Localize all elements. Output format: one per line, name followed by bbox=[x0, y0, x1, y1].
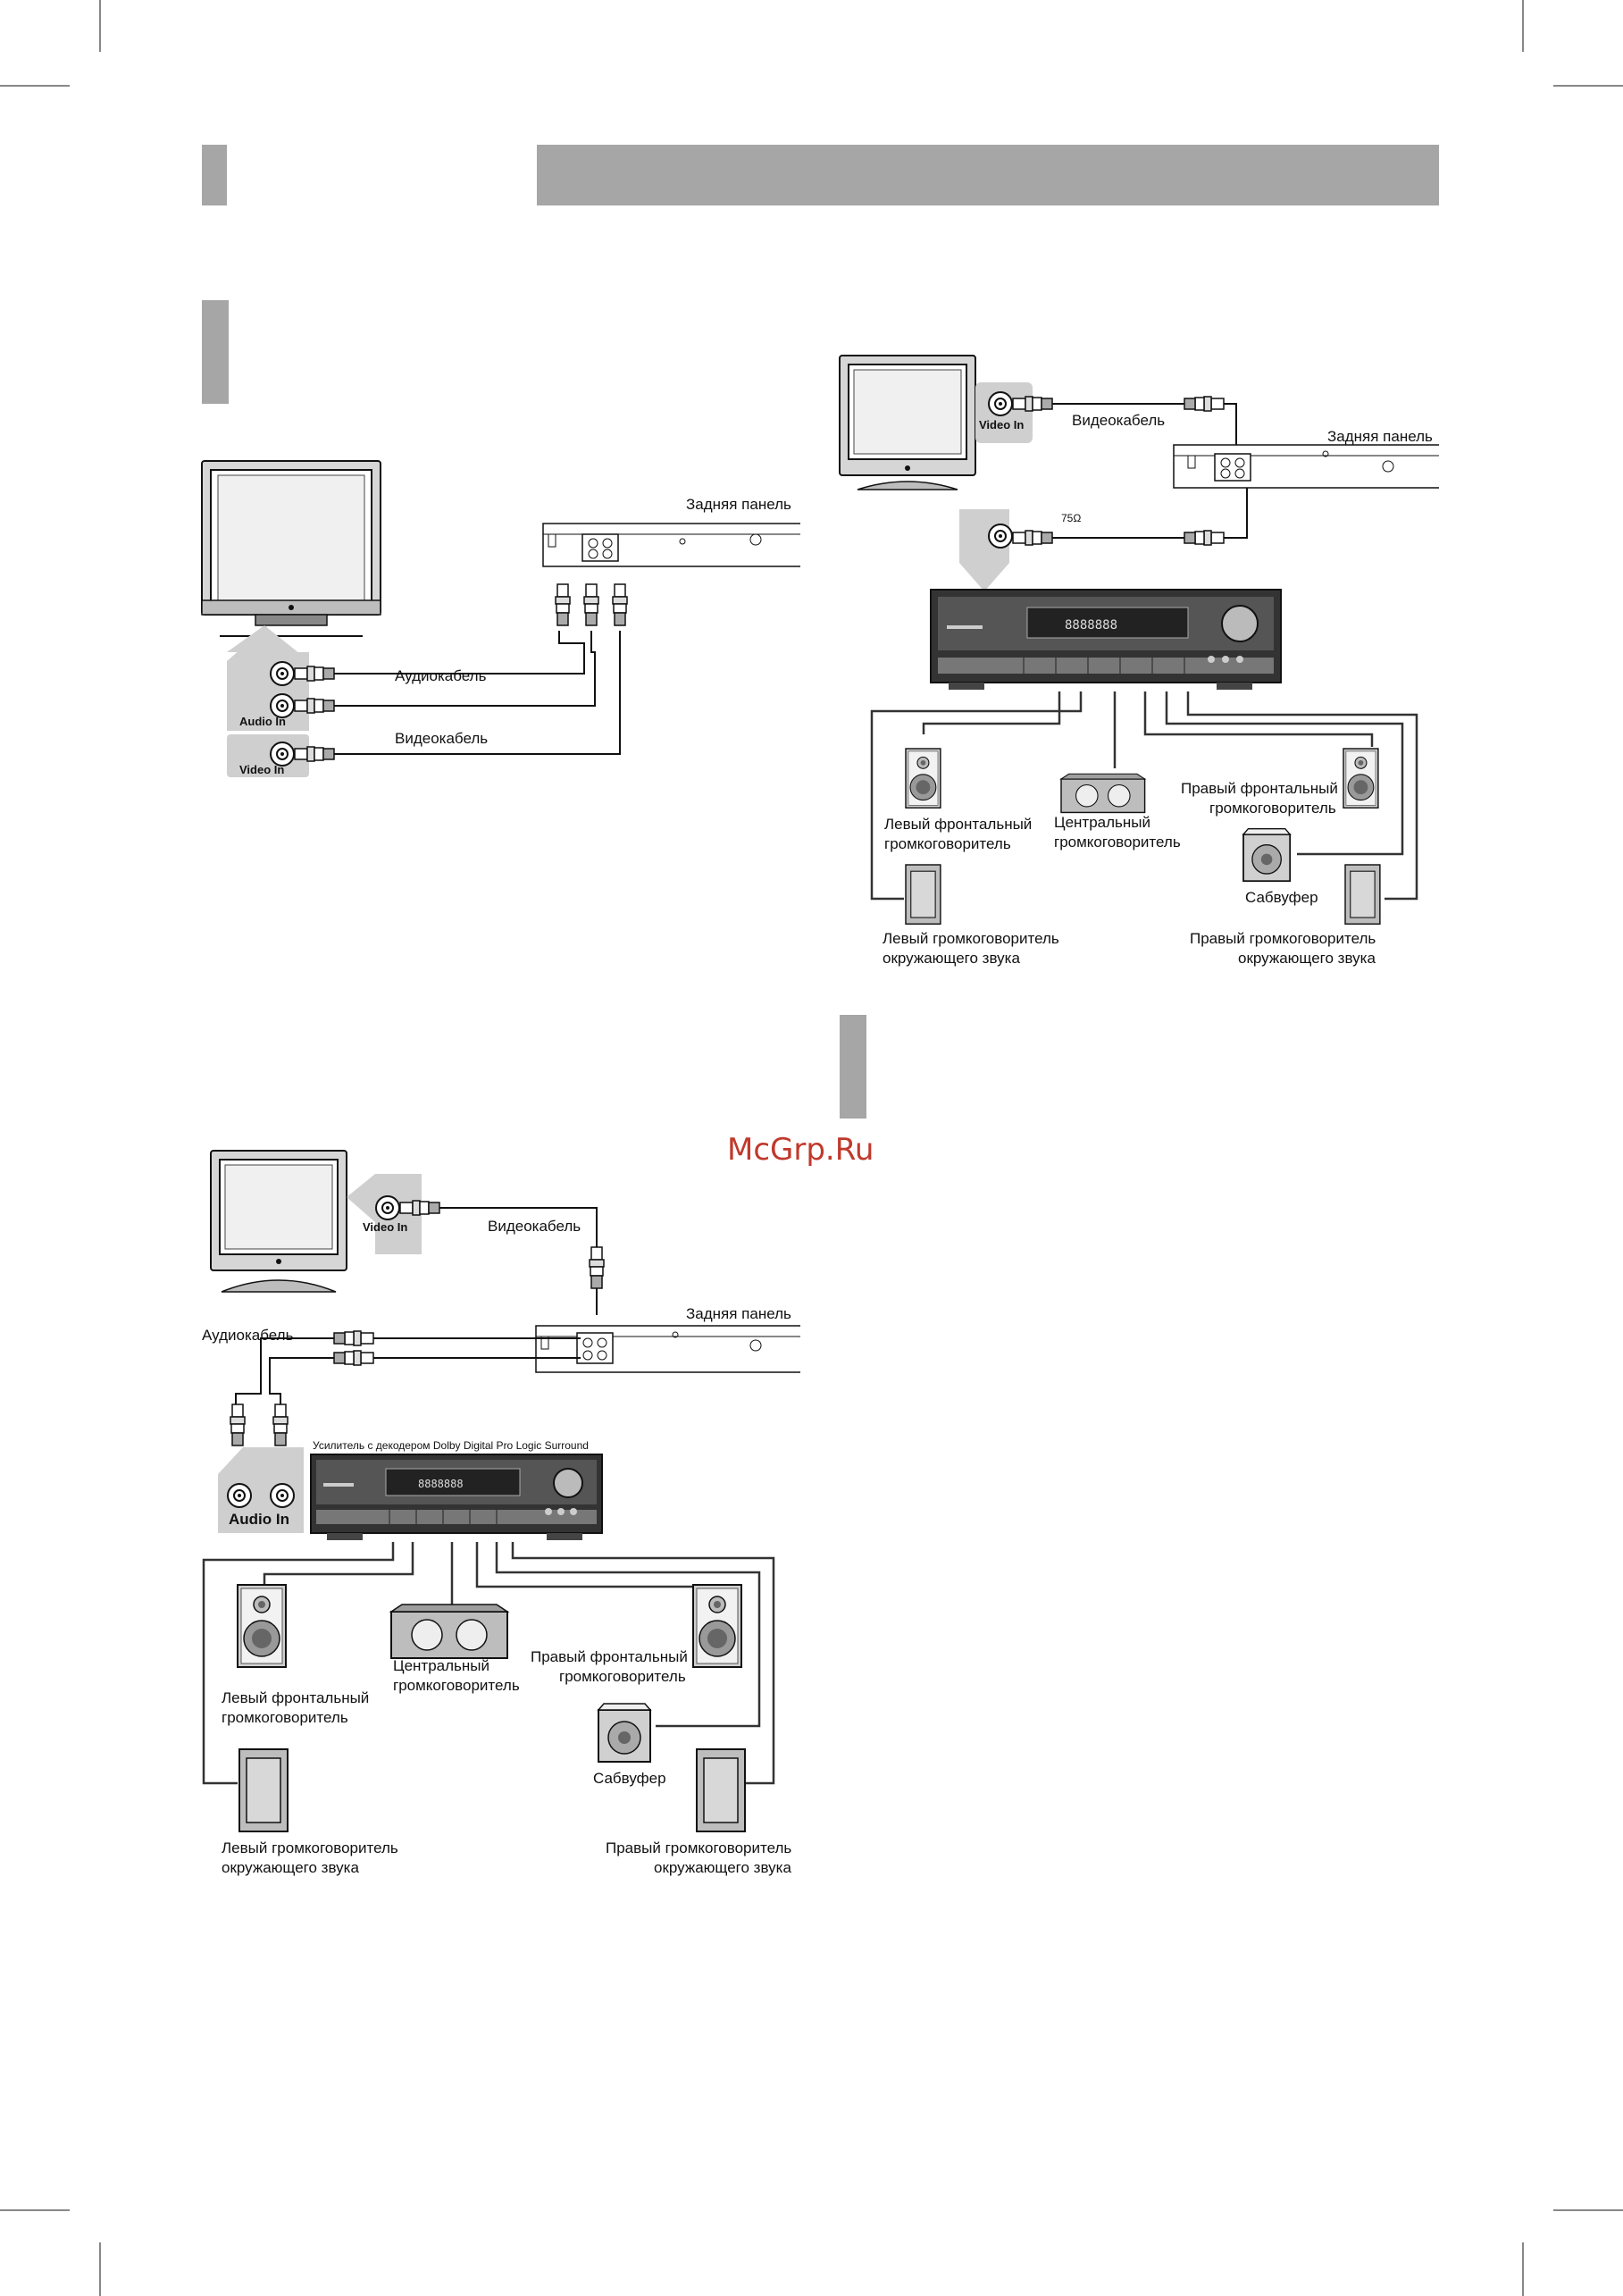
rca-plug-icon bbox=[1184, 530, 1225, 546]
center-speaker-icon bbox=[1060, 773, 1146, 814]
rear-panel-icon bbox=[542, 523, 800, 567]
video-cable-label: Видеокабель bbox=[395, 730, 488, 747]
surround-right-speaker-icon bbox=[1344, 864, 1381, 925]
front-left-speaker-icon bbox=[905, 748, 941, 809]
video-jack-icon bbox=[375, 1195, 400, 1220]
rca-plug-icon bbox=[230, 1404, 246, 1446]
coaxial-jack-icon bbox=[988, 524, 1013, 549]
section-tab-1 bbox=[202, 300, 229, 404]
audio-jack-icon bbox=[270, 661, 295, 686]
rca-plug-icon bbox=[294, 746, 335, 762]
front-right-speaker-icon bbox=[692, 1584, 742, 1668]
svg-text:8888888: 8888888 bbox=[418, 1478, 464, 1490]
video-in-label: Video In bbox=[979, 418, 1024, 432]
diagram-tv-audio-video: Audio In Video In Аудиокабель Видеокабел… bbox=[201, 460, 800, 777]
rear-panel-label: Задняя панель bbox=[686, 1305, 791, 1322]
video-cable-label: Видеокабель bbox=[1072, 412, 1165, 429]
rca-plug-icon bbox=[272, 1404, 289, 1446]
surround-left-speaker-icon bbox=[905, 864, 941, 925]
header-tab-left bbox=[202, 145, 227, 205]
tv-icon bbox=[201, 460, 381, 637]
cables bbox=[334, 631, 621, 755]
audio-in-label: Audio In bbox=[239, 715, 286, 728]
video-in-label: Video In bbox=[363, 1220, 407, 1234]
tv-icon bbox=[839, 355, 976, 490]
audio-cable-label: Аудиокабель bbox=[202, 1327, 294, 1344]
rear-panel-label: Задняя панель bbox=[1327, 428, 1433, 445]
rca-plug-icon bbox=[1184, 396, 1225, 412]
rca-plug-icon bbox=[294, 698, 335, 714]
rca-plug-icon bbox=[294, 666, 335, 682]
amplifier-label: Усилитель с декодером Dolby Digital Pro … bbox=[313, 1439, 589, 1452]
rear-panel-icon bbox=[1173, 444, 1439, 489]
rear-panel-label: Задняя панель bbox=[686, 496, 791, 513]
center-speaker-icon bbox=[390, 1604, 508, 1659]
rear-panel-icon bbox=[535, 1325, 800, 1373]
audio-in-label: Audio In bbox=[229, 1511, 289, 1528]
subwoofer-icon bbox=[1242, 827, 1292, 883]
rca-plug-icon bbox=[612, 583, 628, 626]
rca-plug-icon bbox=[589, 1246, 605, 1289]
video-in-label: Video In bbox=[239, 763, 284, 776]
amplifier-icon: 8888888 bbox=[310, 1454, 603, 1540]
diagram-coax-receiver-speakers: Video In Видеокабель Задняя панель 75Ω bbox=[839, 355, 1439, 967]
rca-plug-icon bbox=[555, 583, 571, 626]
rca-plug-icon bbox=[583, 583, 599, 626]
video-jack-icon bbox=[988, 391, 1013, 416]
surround-right-speaker-icon bbox=[696, 1748, 746, 1832]
rca-plug-icon bbox=[333, 1350, 374, 1366]
section-tab-2 bbox=[840, 1015, 866, 1119]
tv-icon bbox=[210, 1150, 347, 1293]
audio-jack-icon bbox=[270, 1483, 295, 1508]
surround-left-speaker-icon bbox=[238, 1748, 289, 1832]
audio-jack-icon bbox=[227, 1483, 252, 1508]
rca-plug-icon bbox=[1012, 396, 1053, 412]
video-cable-label: Видеокабель bbox=[488, 1218, 581, 1235]
speaker-wires bbox=[870, 691, 1418, 901]
audio-cable-label: Аудиокабель bbox=[395, 667, 487, 684]
rca-plug-icon bbox=[333, 1330, 374, 1346]
front-left-speaker-icon bbox=[237, 1584, 287, 1668]
header-bar bbox=[537, 145, 1439, 205]
diagram-amplifier-dolby: Video In Видеокабель Задняя панель Аудио… bbox=[202, 1150, 800, 1876]
subwoofer-label: Сабвуфер bbox=[593, 1770, 666, 1787]
rca-plug-icon bbox=[399, 1200, 440, 1216]
front-right-speaker-icon bbox=[1343, 748, 1379, 809]
watermark: McGrp.Ru bbox=[727, 1132, 874, 1168]
subwoofer-icon bbox=[598, 1703, 651, 1763]
av-receiver-icon: 8888888 bbox=[930, 589, 1282, 690]
svg-text:8888888: 8888888 bbox=[1065, 618, 1117, 633]
subwoofer-label: Сабвуфер bbox=[1245, 889, 1318, 906]
ohm-label: 75Ω bbox=[1061, 512, 1081, 524]
rca-plug-icon bbox=[1012, 530, 1053, 546]
